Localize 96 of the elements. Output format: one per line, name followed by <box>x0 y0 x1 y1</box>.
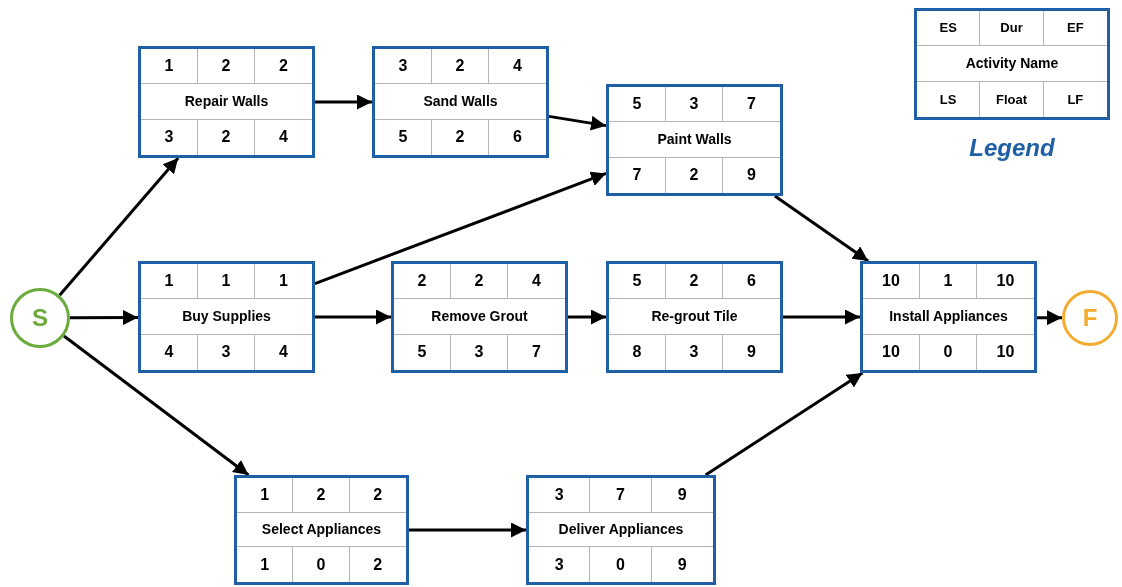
activity-value: 10 <box>882 271 900 292</box>
legend-field-label: LF <box>1067 90 1084 109</box>
activity-value: 2 <box>221 127 231 148</box>
activity-value: 5 <box>632 271 642 292</box>
activity-name: Buy Supplies <box>182 307 271 326</box>
activity-value: 2 <box>373 484 383 505</box>
activity-value: 0 <box>943 342 953 363</box>
arrow <box>314 171 607 285</box>
arrow <box>1037 310 1062 326</box>
arrow <box>568 309 606 325</box>
activity-box <box>391 261 568 373</box>
arrow <box>315 94 372 110</box>
legend-heading: Legend <box>969 133 1055 163</box>
activity-name: Install Appliances <box>889 307 1008 326</box>
activity-value: 10 <box>882 342 900 363</box>
activity-box <box>526 475 716 585</box>
activity-value: 5 <box>632 94 642 115</box>
activity-name: Repair Walls <box>184 92 269 111</box>
activity-name: Sand Walls <box>423 92 498 111</box>
activity-value: 3 <box>221 342 231 363</box>
activity-value: 4 <box>164 342 174 363</box>
legend-field-label: EF <box>1067 19 1084 38</box>
activity-value: 2 <box>417 271 427 292</box>
activity-value: 5 <box>417 342 427 363</box>
activity-value: 2 <box>455 127 465 148</box>
activity-box <box>606 261 783 373</box>
activity-value: 3 <box>689 342 699 363</box>
activity-value: 1 <box>221 271 231 292</box>
activity-value: 2 <box>279 56 288 77</box>
activity-name: Paint Walls <box>657 130 732 149</box>
activity-value: 1 <box>260 484 270 505</box>
arrow <box>783 309 860 325</box>
activity-value: 2 <box>455 56 465 77</box>
event-letter: F <box>1082 303 1098 333</box>
arrow <box>548 114 607 131</box>
activity-value: 3 <box>554 554 564 575</box>
activity-box <box>606 84 783 196</box>
legend-field-label: ES <box>939 19 957 38</box>
arrow <box>58 157 180 297</box>
arrow <box>774 194 869 263</box>
activity-box <box>860 261 1037 373</box>
activity-value: 3 <box>164 127 174 148</box>
activity-value: 4 <box>532 271 541 292</box>
activity-value: 10 <box>996 342 1015 363</box>
activity-value: 2 <box>221 56 231 77</box>
activity-value: 7 <box>532 342 541 363</box>
activity-box <box>138 261 315 373</box>
activity-value: 1 <box>260 554 270 575</box>
activity-value: 4 <box>279 127 288 148</box>
activity-name: Remove Grout <box>431 307 528 326</box>
activity-value: 9 <box>677 554 687 575</box>
activity-value: 1 <box>164 56 174 77</box>
activity-value: 6 <box>513 127 522 148</box>
activity-value: 9 <box>747 165 756 186</box>
arrow <box>315 309 391 325</box>
activity-value: 8 <box>632 342 642 363</box>
arrow <box>70 310 138 326</box>
activity-value: 3 <box>689 94 699 115</box>
activity-value: 2 <box>373 554 383 575</box>
arrow <box>63 334 250 477</box>
activity-value: 1 <box>943 271 953 292</box>
legend-field-label: Float <box>995 90 1027 109</box>
activity-name: Select Appliances <box>261 520 382 539</box>
activity-value: 7 <box>616 484 625 505</box>
event-letter: S <box>32 303 48 333</box>
activity-value: 9 <box>747 342 756 363</box>
activity-value: 6 <box>747 271 756 292</box>
activity-value: 1 <box>164 271 174 292</box>
legend-field-label: LS <box>939 90 957 109</box>
arrow <box>704 371 864 477</box>
arrow <box>409 522 526 538</box>
activity-name: Deliver Appliances <box>558 520 684 539</box>
legend-field-label: Dur <box>1000 19 1023 38</box>
activity-value: 10 <box>996 271 1015 292</box>
activity-value: 1 <box>279 271 288 292</box>
legend-field-label: Activity Name <box>965 54 1059 73</box>
activity-value: 4 <box>279 342 288 363</box>
activity-value: 2 <box>689 271 699 292</box>
activity-value: 4 <box>513 56 522 77</box>
activity-value: 5 <box>398 127 408 148</box>
activity-box <box>138 46 315 158</box>
activity-box <box>234 475 409 585</box>
activity-value: 0 <box>616 554 625 575</box>
activity-value: 3 <box>554 484 564 505</box>
activity-value: 3 <box>398 56 408 77</box>
activity-box <box>372 46 549 158</box>
activity-value: 7 <box>747 94 756 115</box>
activity-value: 2 <box>316 484 326 505</box>
legend-box <box>914 8 1110 120</box>
activity-value: 9 <box>677 484 687 505</box>
activity-value: 3 <box>474 342 484 363</box>
activity-value: 0 <box>316 554 326 575</box>
activity-value: 2 <box>689 165 699 186</box>
activity-value: 7 <box>632 165 642 186</box>
activity-value: 2 <box>474 271 484 292</box>
activity-name: Re-grout Tile <box>651 307 738 326</box>
